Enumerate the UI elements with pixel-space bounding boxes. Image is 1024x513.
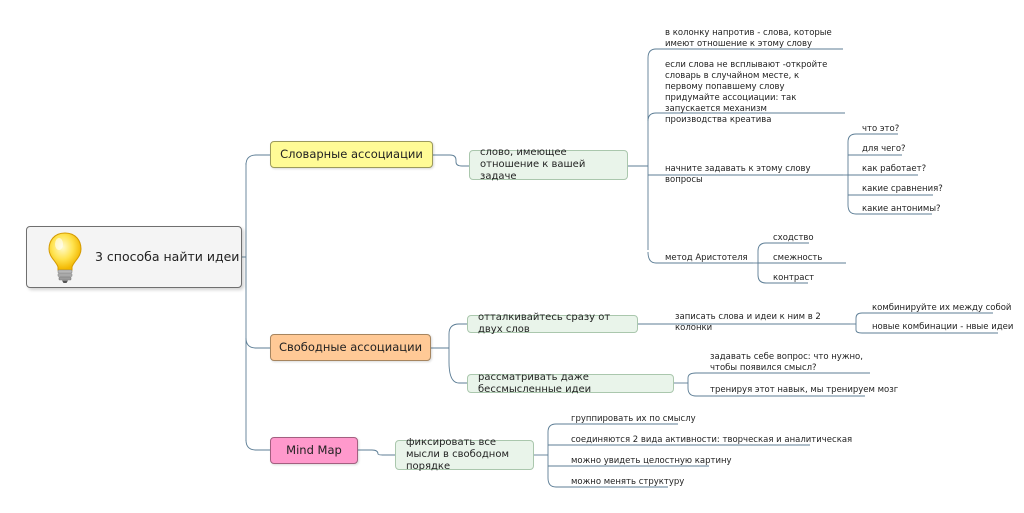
subtopic-record-thoughts[interactable]: фиксировать все мысли в свободном порядк…	[395, 437, 534, 472]
topic-mind-map[interactable]: Mind Map	[270, 437, 358, 464]
leaf-group-by-meaning[interactable]: группировать их по смыслу	[571, 414, 696, 424]
leaf-change-structure[interactable]: можно менять структуру	[571, 477, 685, 487]
leaf-two-activities[interactable]: соединяются 2 вида активности: творческа…	[571, 435, 853, 445]
leaf-combine[interactable]: комбинируйте их между собой	[872, 303, 1012, 313]
leaf-question-why[interactable]: для чего?	[862, 144, 906, 154]
leaf-question-how[interactable]: как работает?	[862, 164, 927, 174]
leaf-related-words-column[interactable]: в колонку напротив - слова, которые имею…	[665, 28, 832, 49]
link-sub-2b	[448, 361, 467, 384]
underline-structure	[547, 477, 668, 488]
leaf-contrast[interactable]: контраст	[773, 273, 815, 283]
link-main-3	[245, 439, 270, 451]
leaf-contiguity[interactable]: смежность	[773, 253, 823, 263]
topic-title: Словарные ассоциации	[280, 146, 423, 161]
underline-q1	[847, 133, 898, 143]
underline-train-brain	[687, 387, 865, 397]
underline-new-combo	[855, 329, 998, 334]
leaf-whole-picture[interactable]: можно увидеть целостную картину	[571, 456, 732, 466]
underline-q5	[847, 204, 932, 215]
subtopic-meaningless-ideas[interactable]: рассматривать даже бессмысленные идеи	[467, 372, 674, 395]
central-topic-title: 3 способа найти идеи	[95, 249, 240, 264]
underline-leaf-1b	[647, 112, 845, 122]
leaf-ask-meaning[interactable]: задавать себе вопрос: что нужно, чтобы п…	[710, 352, 863, 373]
topic-free-associations[interactable]: Свободные ассоциации	[270, 334, 431, 361]
leaf-two-columns[interactable]: записать слова и идеи к ним в 2 колонки	[675, 312, 821, 333]
leaf-train-brain[interactable]: тренируя этот навык, мы тренируем мозг	[710, 385, 899, 395]
topic-title: Mind Map	[286, 442, 342, 457]
subtopic-related-word[interactable]: слово, имеющее отношение к вашей задаче	[469, 147, 628, 182]
central-topic[interactable]: 3 способа найти идеи	[26, 226, 242, 288]
underline-leaf-1d	[647, 251, 753, 264]
topic-title: Свободные ассоциации	[278, 339, 423, 354]
link-sub-1	[433, 154, 469, 167]
subtopic-two-words[interactable]: отталкивайтесь сразу от двух слов	[467, 312, 638, 335]
link-sub-3	[358, 449, 395, 456]
lightbulb-icon	[48, 232, 82, 283]
underline-a1	[757, 242, 809, 252]
underline-a3	[757, 274, 808, 284]
topic-dictionary-associations[interactable]: Словарные ассоциации	[270, 141, 433, 168]
underline-ask-meaning	[687, 372, 870, 379]
leaf-new-combinations[interactable]: новые комбинации - нвые идеи	[872, 322, 1014, 332]
leaf-question-what[interactable]: что это?	[862, 124, 900, 134]
leaf-question-comparisons[interactable]: какие сравнения?	[862, 184, 943, 194]
leaf-question-antonyms[interactable]: какие антонимы?	[862, 204, 941, 214]
leaf-aristotle-method[interactable]: метод Аристотеля	[665, 253, 748, 263]
link-sub-2a	[448, 323, 467, 335]
underline-group	[547, 423, 678, 433]
underline-combine	[855, 312, 993, 319]
leaf-open-dictionary[interactable]: если слова не всплывают -откройте словар…	[665, 60, 828, 125]
leaf-similarity[interactable]: сходство	[773, 233, 814, 243]
link-main-1	[245, 154, 270, 166]
link-main-2	[245, 337, 270, 349]
underline-leaf-1a	[647, 48, 843, 59]
leaf-ask-questions[interactable]: начните задавать к этому слову вопросы	[665, 164, 811, 185]
